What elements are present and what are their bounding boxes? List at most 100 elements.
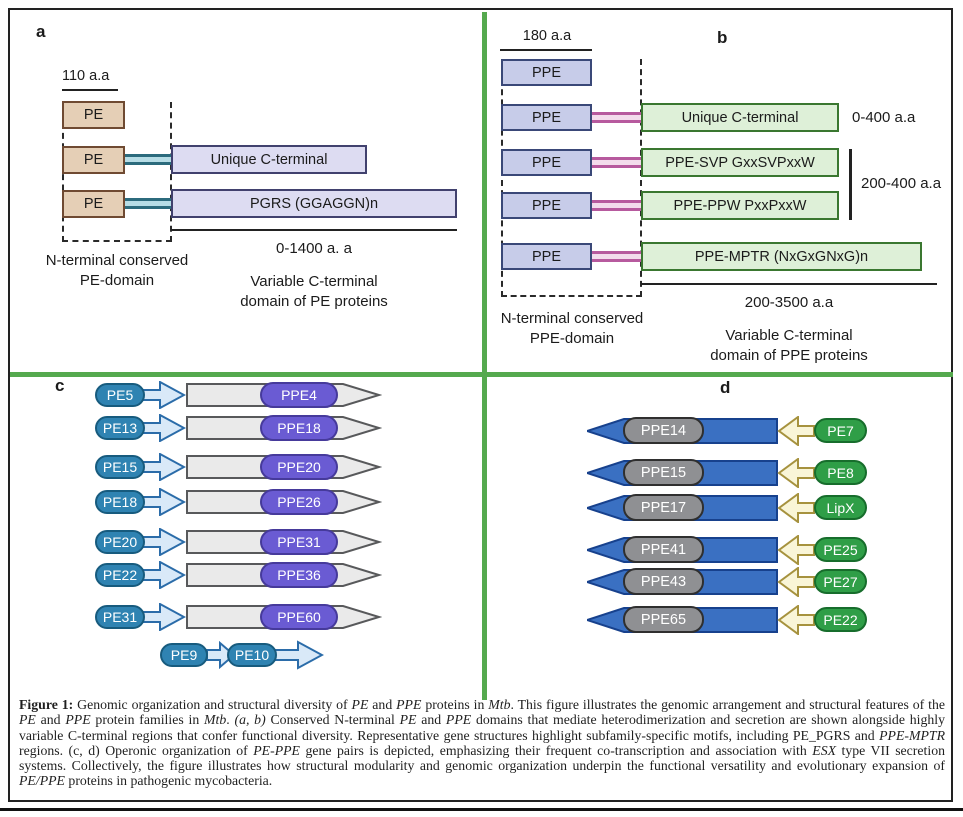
reverse-arrow-icon bbox=[777, 416, 815, 446]
tandem-pe-row: PE9 PE10 bbox=[60, 640, 390, 670]
gene-pair-row: PE18 PPE26 bbox=[60, 488, 390, 518]
forward-arrow-icon bbox=[140, 603, 186, 631]
pe-gene-pill: PE20 bbox=[95, 530, 145, 554]
gene-pair-row: PPE43 PE27 bbox=[580, 567, 880, 598]
reverse-arrow-icon bbox=[777, 605, 815, 635]
cterm-box-ppw: PPE-PPW PxxPxxW bbox=[641, 191, 839, 220]
pe-domain-box: PE bbox=[62, 101, 125, 129]
linker-connector bbox=[592, 112, 641, 123]
forward-arrow-icon bbox=[140, 414, 186, 442]
gene-pair-row: PPE17 LipX bbox=[580, 493, 880, 524]
panel-c-letter: c bbox=[55, 376, 65, 395]
bracket-range-label: 200-400 a.a bbox=[861, 175, 942, 192]
nterm-caption-line1: N-terminal conserved bbox=[45, 252, 189, 269]
forward-arrow-icon bbox=[272, 640, 324, 670]
cterm-box-unique: Unique C-terminal bbox=[641, 103, 839, 132]
ppe-gene-pill: PPE60 bbox=[260, 604, 338, 630]
nterm-caption: N-terminal conserved PPE-domain bbox=[474, 309, 670, 349]
scale-bar bbox=[62, 89, 118, 91]
panel-d-letter: d bbox=[720, 378, 731, 397]
pe-gene-pill: PE22 bbox=[814, 607, 867, 632]
variable-caption-line1: Variable C-terminal bbox=[725, 327, 853, 344]
linker-connector bbox=[592, 251, 641, 262]
divider-vertical bbox=[482, 12, 487, 700]
pe-gene-pill: PE27 bbox=[814, 569, 867, 594]
page-bottom-rule bbox=[0, 808, 963, 811]
linker-connector bbox=[125, 198, 171, 209]
ppe-domain-box: PPE bbox=[501, 192, 592, 219]
range-label-row2: 0-400 a.a bbox=[852, 109, 916, 126]
pe-gene-pill: PE15 bbox=[95, 455, 145, 479]
figure-caption: Figure 1: Genomic organization and struc… bbox=[19, 697, 945, 789]
variable-caption-line2: domain of PPE proteins bbox=[710, 347, 868, 364]
pe-domain-label: PE bbox=[83, 152, 104, 168]
linker-connector bbox=[592, 157, 641, 168]
gene-pair-row: PE31 PPE60 bbox=[60, 603, 390, 633]
cterm-box-label: Unique C-terminal bbox=[681, 109, 799, 126]
gene-pair-row: PE15 PPE20 bbox=[60, 453, 390, 483]
cterm-box-label: PPE-PPW PxxPxxW bbox=[673, 197, 807, 214]
reverse-arrow-icon bbox=[777, 567, 815, 597]
gene-pair-row: PE13 PPE18 bbox=[60, 414, 390, 444]
linker-connector bbox=[125, 154, 171, 165]
gene-pair-row: PPE41 PE25 bbox=[580, 535, 880, 566]
pe-gene-pill: LipX bbox=[814, 495, 867, 520]
cterm-box-label: PPE-MPTR (NxGxGNxG)n bbox=[694, 248, 869, 265]
pe-gene-pill: PE22 bbox=[95, 563, 145, 587]
ppe-gene-pill: PPE17 bbox=[623, 494, 704, 521]
range-bar bbox=[171, 229, 457, 231]
nterm-caption-line2: PE-domain bbox=[79, 272, 155, 289]
pe-gene-pill: PE9 bbox=[160, 643, 208, 667]
variable-caption-line1: Variable C-terminal bbox=[250, 273, 378, 290]
pe-domain-label: PE bbox=[83, 107, 104, 123]
cterm-box-pgrs: PGRS (GGAGGN)n bbox=[171, 189, 457, 218]
cterm-box-svp: PPE-SVP GxxSVPxxW bbox=[641, 148, 839, 177]
nterm-caption-line2: PPE-domain bbox=[529, 330, 615, 347]
pe-gene-pill: PE18 bbox=[95, 490, 145, 514]
reverse-arrow-icon bbox=[777, 458, 815, 488]
range-label: 200-3500 a.a bbox=[744, 294, 834, 311]
ppe-domain-box: PPE bbox=[501, 59, 592, 86]
nterm-caption: N-terminal conserved PE-domain bbox=[18, 251, 216, 291]
ppe-domain-label: PPE bbox=[531, 109, 561, 126]
pe-gene-pill: PE13 bbox=[95, 416, 145, 440]
forward-arrow-icon bbox=[140, 488, 186, 516]
panel-b-letter: b bbox=[717, 28, 728, 47]
pe-gene-pill: PE10 bbox=[227, 643, 277, 667]
gene-pair-row: PE22 PPE36 bbox=[60, 561, 390, 591]
forward-arrow-icon bbox=[140, 453, 186, 481]
reverse-arrow-icon bbox=[777, 535, 815, 565]
linker-connector bbox=[592, 200, 641, 211]
pe-gene-pill: PE8 bbox=[814, 460, 867, 485]
gene-pair-row: PE5 PPE4 bbox=[60, 381, 390, 411]
ppe-domain-box: PPE bbox=[501, 104, 592, 131]
cterm-box-unique: Unique C-terminal bbox=[171, 145, 367, 174]
range-label: 0-1400 a. a bbox=[276, 240, 352, 257]
scale-label-110: 110 a.a bbox=[62, 68, 110, 84]
ppe-domain-box: PPE bbox=[501, 243, 592, 270]
variable-caption-line2: domain of PE proteins bbox=[240, 293, 388, 310]
ppe-gene-pill: PPE20 bbox=[260, 454, 338, 480]
range-bar bbox=[641, 283, 937, 285]
scale-bar bbox=[500, 49, 592, 51]
ppe-domain-box: PPE bbox=[501, 149, 592, 176]
ppe-domain-label: PPE bbox=[531, 64, 561, 81]
ppe-gene-pill: PPE43 bbox=[623, 568, 704, 595]
divider-horizontal bbox=[10, 372, 953, 377]
variable-caption: Variable C-terminal domain of PE protein… bbox=[171, 272, 457, 312]
bracket-bar bbox=[849, 149, 852, 220]
reverse-arrow-icon bbox=[777, 493, 815, 523]
pe-gene-pill: PE5 bbox=[95, 383, 145, 407]
cterm-box-label: PPE-SVP GxxSVPxxW bbox=[665, 154, 815, 171]
gene-pair-row: PPE14 PE7 bbox=[580, 416, 880, 447]
ppe-domain-label: PPE bbox=[531, 197, 561, 214]
pe-domain-label: PE bbox=[83, 196, 104, 212]
ppe-domain-label: PPE bbox=[531, 154, 561, 171]
variable-caption: Variable C-terminal domain of PPE protei… bbox=[641, 326, 937, 366]
pe-domain-box: PE bbox=[62, 146, 125, 174]
cterm-box-mptr: PPE-MPTR (NxGxGNxG)n bbox=[641, 242, 922, 271]
cterm-box-label: Unique C-terminal bbox=[210, 151, 328, 168]
forward-arrow-icon bbox=[140, 381, 186, 409]
gene-pair-row: PPE65 PE22 bbox=[580, 605, 880, 636]
pe-domain-box: PE bbox=[62, 190, 125, 218]
